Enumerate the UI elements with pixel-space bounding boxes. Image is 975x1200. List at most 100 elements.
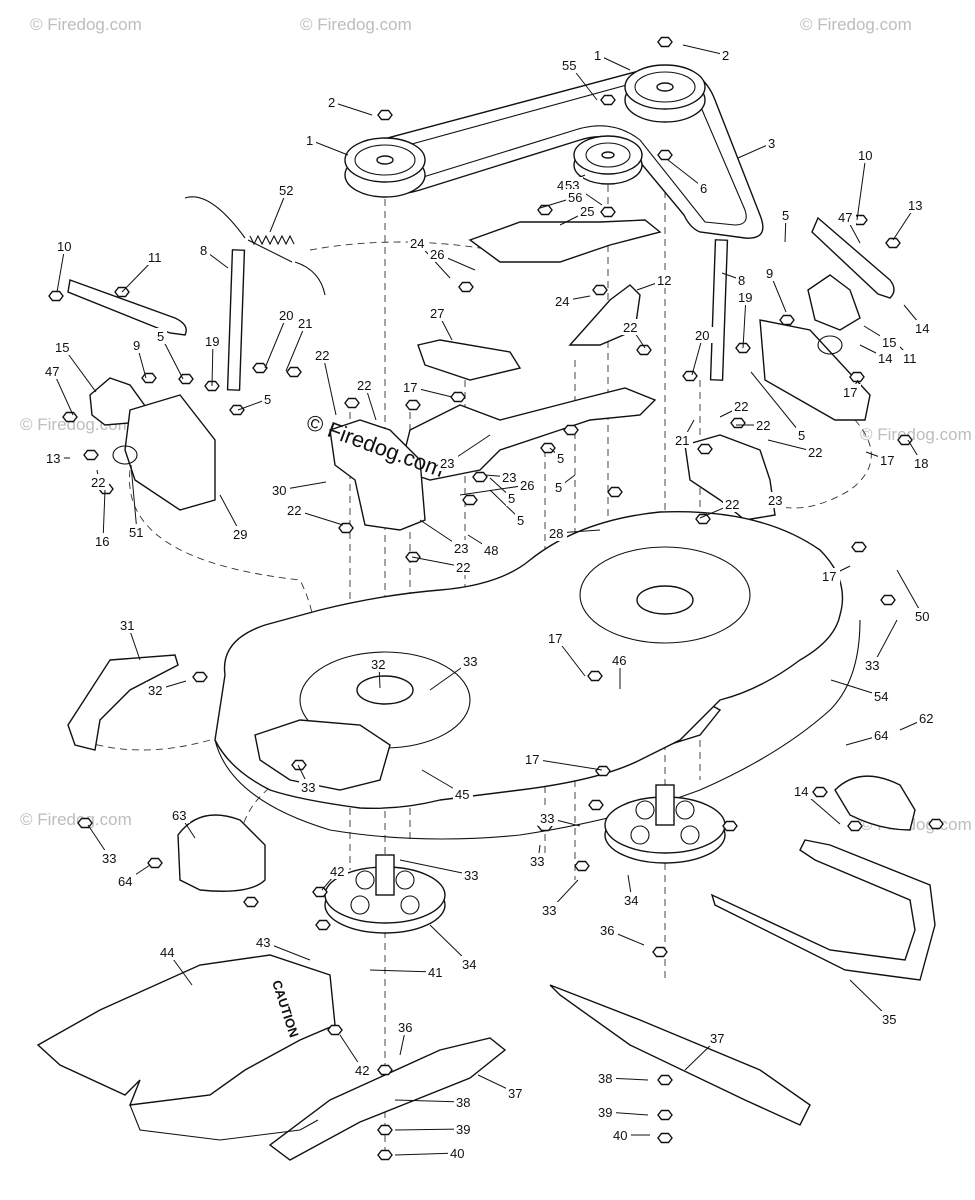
callout-number: 10 [858,148,872,163]
callout-number: 38 [598,1071,612,1086]
callout-number: 14 [878,351,892,366]
callout-number: 16 [95,534,109,549]
blade-37-right [549,984,811,1126]
hex-nut [563,424,579,436]
callout-number: 14 [915,321,929,336]
callout-background [506,490,518,506]
hex-nut [574,860,590,872]
callout-number: 4 [557,178,564,193]
callout-background [553,479,565,495]
callout-background [560,57,580,73]
hex-nut [652,946,668,958]
leader-line [322,354,337,416]
callout-background [518,477,538,493]
callout-background [806,444,826,460]
callout-background [55,238,75,254]
callout-number: 14 [794,784,808,799]
callout-background [913,608,933,624]
baffle-45 [254,719,391,791]
callout-background [596,1070,616,1086]
hex-nut [141,372,157,384]
hex-nut [286,366,302,378]
callout-background [553,293,573,309]
watermark: © Firedog.com [860,425,972,444]
callout-number: 39 [598,1105,612,1120]
callout-number: 36 [600,923,614,938]
callout-number: 26 [430,247,444,262]
callout-background [736,272,748,288]
baffle-23-right [684,434,776,521]
rod-8-right [709,239,729,381]
callout-background [856,147,876,163]
callout-number: 55 [562,58,576,73]
hex-nut [48,290,64,302]
callout-background [901,350,921,366]
callout-number: 23 [454,541,468,556]
callout-background [622,892,642,908]
hex-nut [83,449,99,461]
hex-nut [147,857,163,869]
callout-background [428,305,448,321]
leader-line [394,1099,465,1103]
callout-background [313,347,333,363]
pulley-left [344,137,426,198]
hex-nut [291,759,307,771]
callout-background [454,1094,474,1110]
callout-background [146,682,166,698]
callout-number: 37 [508,1086,522,1101]
callout-background [438,455,458,471]
callout-background [277,182,297,198]
callout-background [917,710,937,726]
callout-background [766,135,778,151]
callout-background [693,327,713,343]
hex-nut [178,373,194,385]
callout-background [547,525,567,541]
callout-background [462,867,482,883]
callout-number: 5 [555,480,562,495]
deck-spindle-hole-left [356,675,414,705]
callout-number: 21 [675,433,689,448]
callout-number: 17 [880,453,894,468]
callout-background [285,502,305,518]
callout-background [872,727,892,743]
hex-nut [600,94,616,106]
callout-background [500,469,520,485]
hex-nut [607,486,623,498]
callout-number: 37 [710,1031,724,1046]
pulley-right [624,64,706,123]
callout-number: 44 [160,945,174,960]
callout-number: 36 [398,1020,412,1035]
hex-nut [885,237,901,249]
spring-52 [184,196,326,296]
callout-number: 5 [264,392,271,407]
bracket-12 [568,284,641,346]
callout-background [673,432,693,448]
baffle-23-left [329,419,426,531]
callout-background [515,512,527,528]
callout-background [621,319,641,335]
hex-nut [377,1124,393,1136]
callout-background [878,452,898,468]
hex-nut [62,411,78,423]
callout-background [44,450,64,466]
callout-number: 40 [613,1128,627,1143]
pulley-cover-63 [177,814,266,892]
leader-line [459,484,529,496]
callout-background [93,533,113,549]
callout-number: 63 [172,808,186,823]
callout-number: 33 [540,811,554,826]
callout-number: 35 [882,1012,896,1027]
hex-nut [588,799,604,811]
callout-background [872,688,892,704]
hex-nut [344,397,360,409]
callout-number: 38 [456,1095,470,1110]
callout-background [482,542,502,558]
callout-background [578,203,598,219]
callout-background [452,540,472,556]
callout-number: 21 [298,316,312,331]
spring-clip-16 [817,335,843,355]
callout-number: 10 [57,239,71,254]
watermark: © Firedog.com [300,15,412,34]
spring-clip-29 [112,445,138,465]
